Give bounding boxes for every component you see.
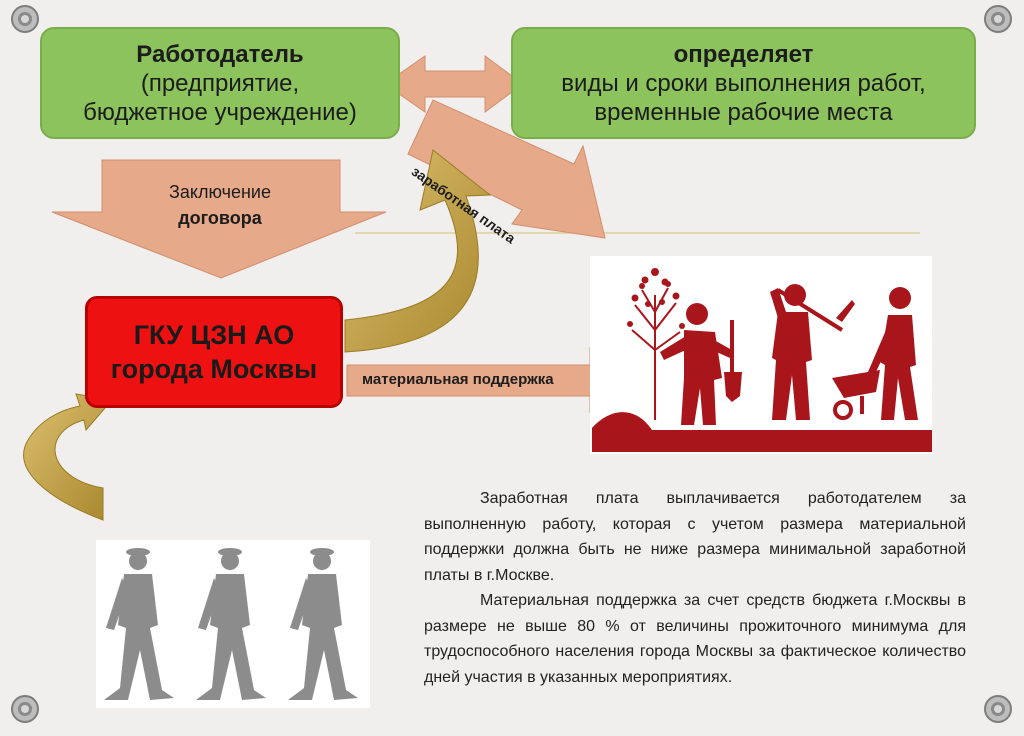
paragraph-salary: Заработная плата выплачивается работодат… xyxy=(424,490,966,584)
screw-icon xyxy=(11,695,39,723)
agency-line1: ГКУ ЦЗН АО xyxy=(133,320,295,350)
contract-line2: договора xyxy=(178,208,262,228)
determines-title: определяет xyxy=(673,40,814,68)
workers-illustration xyxy=(592,268,932,452)
agency-line2: города Москвы xyxy=(110,354,318,384)
worker-planting-icon xyxy=(660,303,742,425)
determines-line3: временные рабочие места xyxy=(594,98,893,126)
paragraph-support: Материальная поддержка за счет средств б… xyxy=(424,592,966,686)
determines-line2: виды и сроки выполнения работ, xyxy=(561,69,926,97)
contract-down-arrow xyxy=(51,159,387,279)
double-arrow xyxy=(384,55,524,113)
employer-box: Работодатель (предприятие, бюджетное учр… xyxy=(40,27,400,139)
walking-men-icon xyxy=(104,548,358,700)
determines-box: определяет виды и сроки выполнения работ… xyxy=(511,27,976,139)
screw-icon xyxy=(11,5,39,33)
worker-wheelbarrow-icon xyxy=(832,287,918,420)
employer-title: Работодатель xyxy=(136,40,304,68)
contract-line1: Заключение xyxy=(169,182,271,202)
screw-icon xyxy=(984,5,1012,33)
contract-label: Заключение договора xyxy=(140,179,300,231)
worker-pickaxe-icon xyxy=(770,284,855,420)
agency-box: ГКУ ЦЗН АО города Москвы xyxy=(85,296,343,408)
employer-line3: бюджетное учреждение) xyxy=(83,98,357,126)
workers-panel xyxy=(590,256,932,454)
screw-icon xyxy=(984,695,1012,723)
agency-to-employer-arrow xyxy=(344,149,492,353)
support-label: материальная поддержка xyxy=(362,371,554,388)
employer-line2: (предприятие, xyxy=(140,69,300,97)
walkers-to-agency-arrow xyxy=(23,393,113,521)
